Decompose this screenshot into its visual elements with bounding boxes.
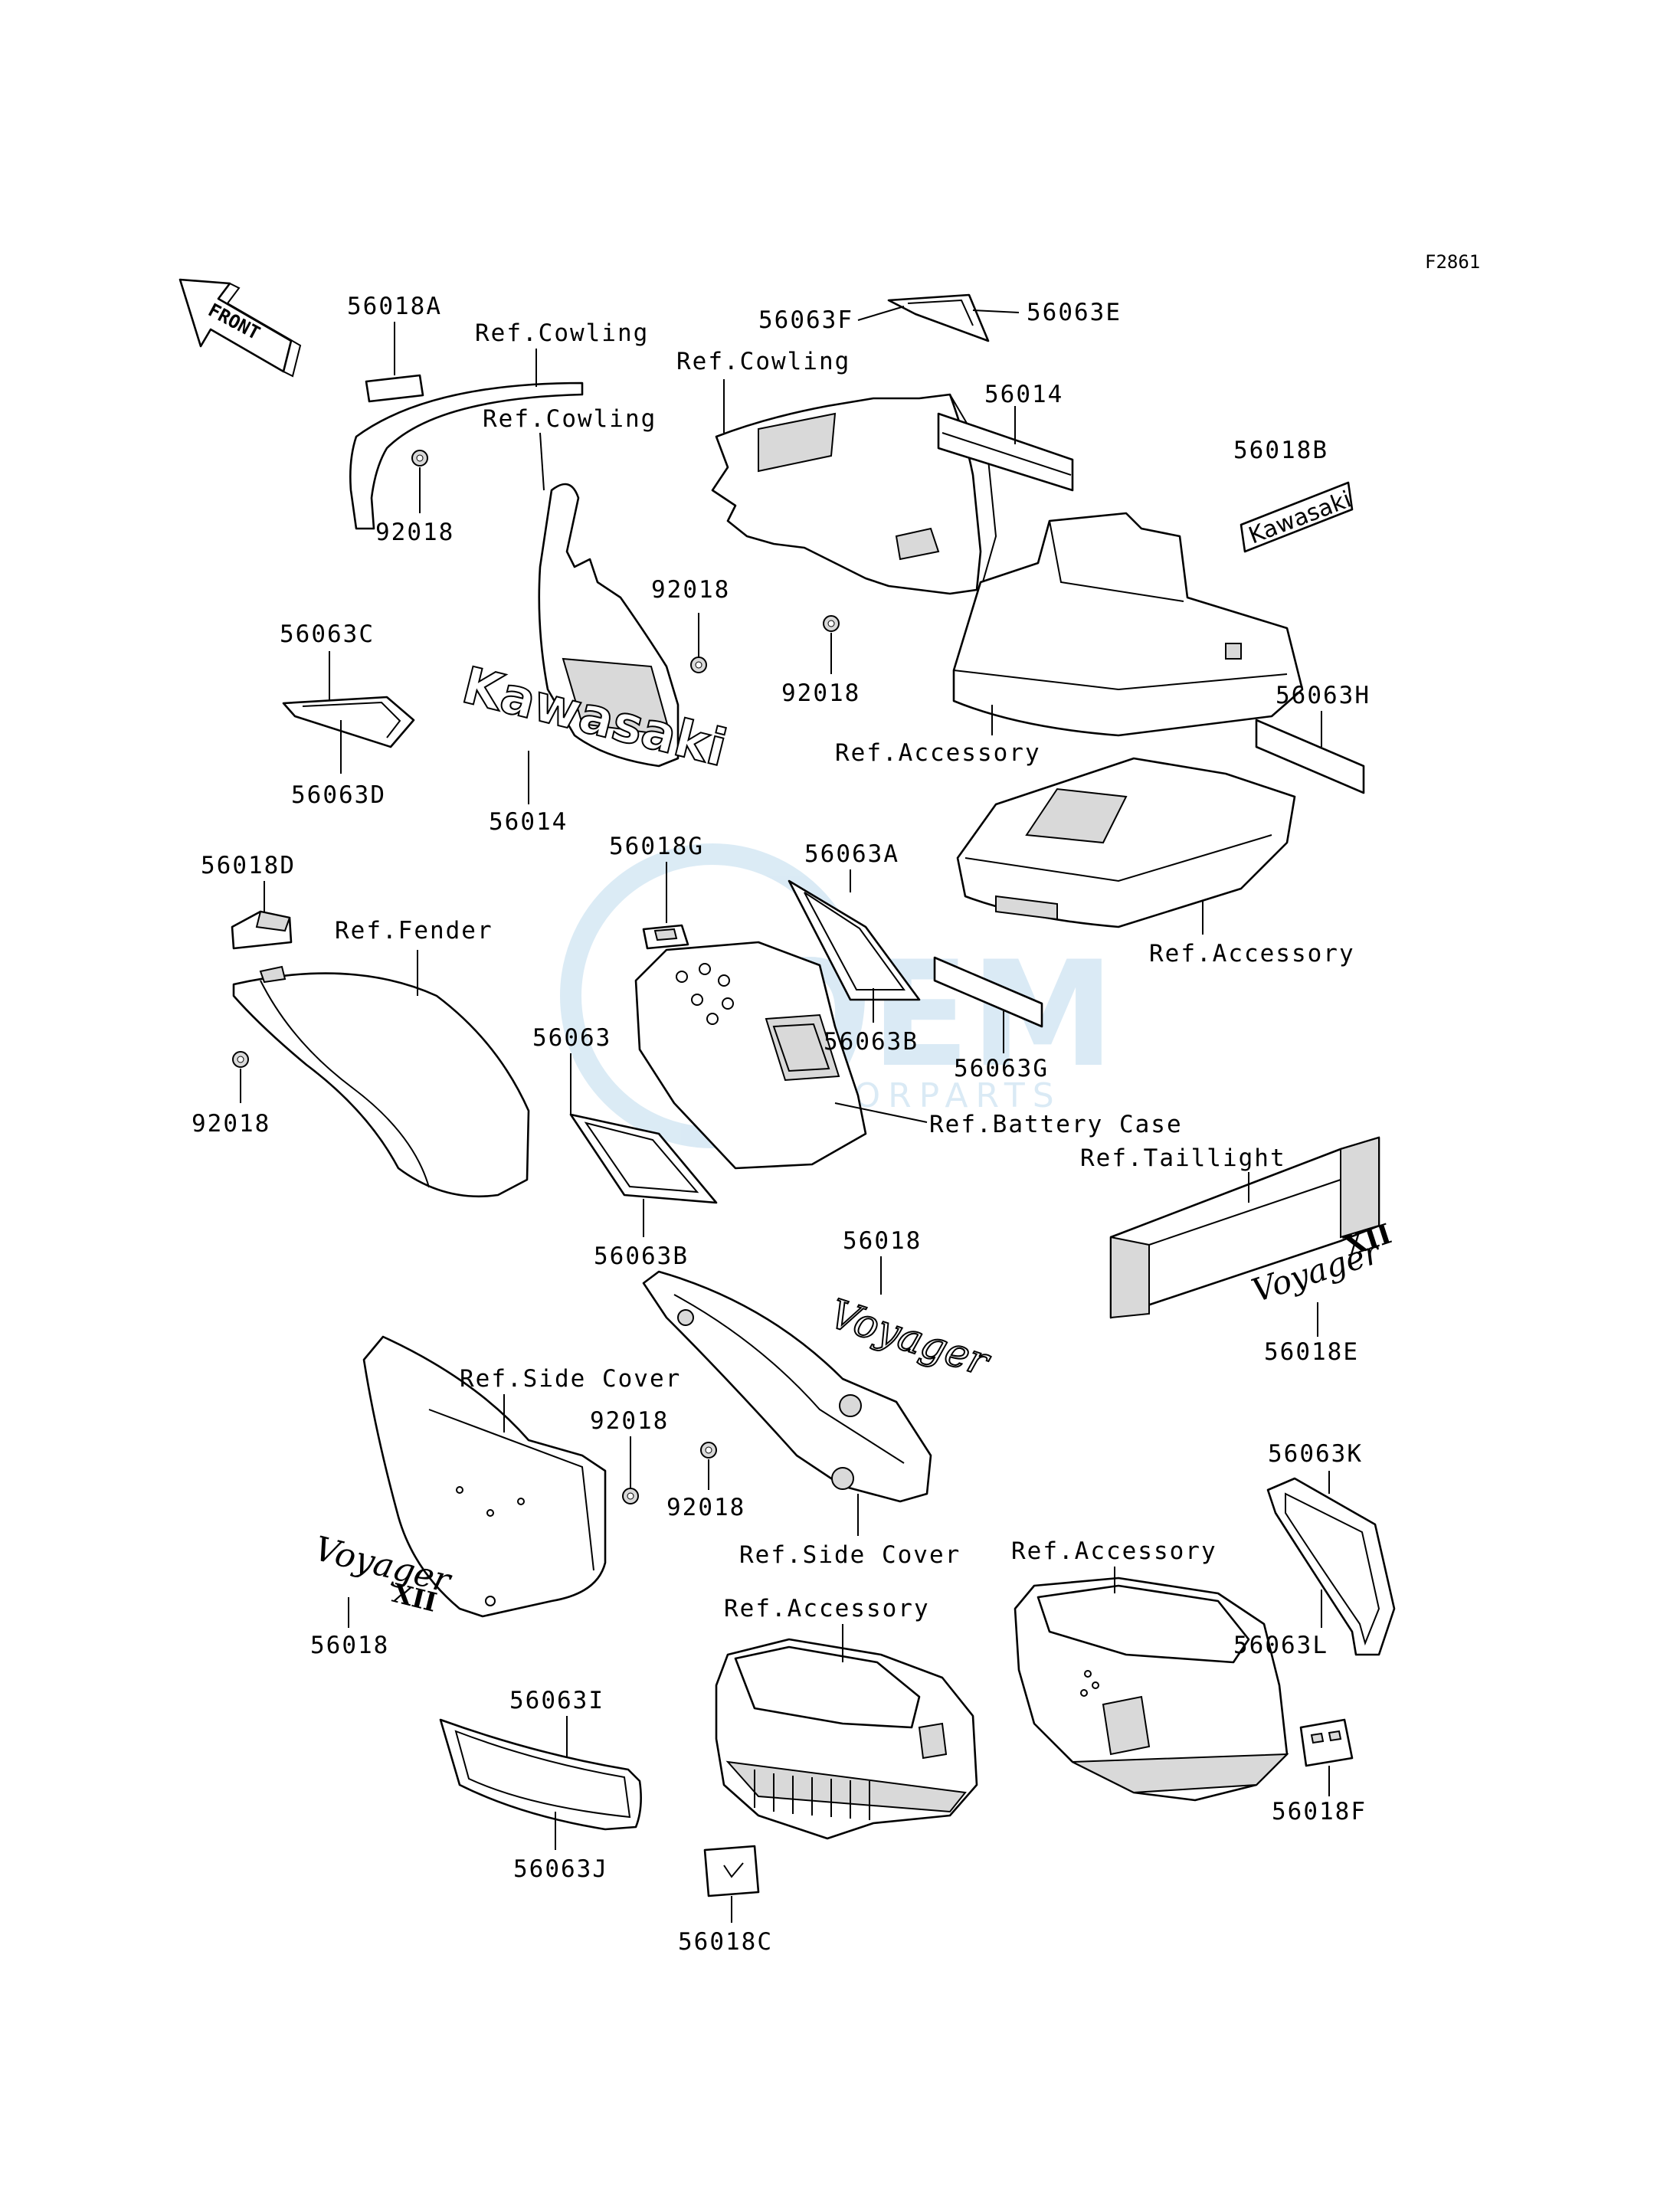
figure-code: F2861 [1425, 251, 1480, 273]
label-92018-b: 92018 [651, 576, 730, 604]
grommet-92018-f [700, 1442, 717, 1459]
label-56018C: 56018C [678, 1928, 773, 1956]
label-56063K: 56063K [1268, 1440, 1363, 1468]
label-56014-b: 56014 [489, 808, 568, 836]
trunk-body [956, 757, 1296, 928]
taillight [1109, 1136, 1380, 1319]
battery-case-cover [634, 941, 867, 1170]
label-92018-f: 92018 [666, 1494, 745, 1521]
fender [232, 965, 530, 1198]
grommet-92018-e [622, 1488, 639, 1505]
label-56063J: 56063J [513, 1855, 608, 1883]
decal-56063F-E [887, 293, 990, 342]
label-ref-accessory-4: Ref.Accessory [1011, 1537, 1217, 1565]
saddlebag-right [1014, 1577, 1289, 1802]
cowling-upper-left [349, 381, 584, 530]
grommet-92018-b [690, 656, 707, 673]
label-ref-side-cover-2: Ref.Side Cover [739, 1541, 961, 1569]
label-56018D: 56018D [201, 852, 296, 879]
decal-56063C [282, 696, 415, 748]
label-56063L: 56063L [1233, 1632, 1328, 1659]
grommet-92018-a [411, 450, 428, 467]
label-56063: 56063 [532, 1024, 611, 1052]
label-56018G: 56018G [609, 833, 704, 860]
strip-56014 [937, 412, 1074, 492]
decal-56063A [788, 879, 921, 1001]
label-ref-side-cover-1: Ref.Side Cover [460, 1365, 681, 1393]
label-56018A: 56018A [347, 293, 442, 320]
label-56063D: 56063D [291, 781, 386, 809]
front-arrow-icon: FRONT [178, 278, 302, 378]
side-cover-right [642, 1270, 932, 1503]
badge-56018B: Kawasaki [1240, 481, 1355, 553]
label-56063H: 56063H [1276, 682, 1371, 709]
label-ref-taillight: Ref.Taillight [1080, 1144, 1286, 1172]
grommet-92018-c [823, 615, 840, 632]
trunk-lid [952, 512, 1304, 737]
label-ref-accessory-2: Ref.Accessory [1149, 940, 1355, 968]
label-56063F: 56063F [758, 306, 853, 334]
label-56063E: 56063E [1027, 299, 1122, 326]
label-92018-c: 92018 [781, 679, 860, 707]
label-56018E: 56018E [1264, 1338, 1359, 1366]
label-ref-accessory-1: Ref.Accessory [835, 739, 1041, 767]
grommet-92018-d [232, 1051, 249, 1068]
label-92018-d: 92018 [192, 1110, 270, 1138]
label-ref-battery-case: Ref.Battery Case [929, 1111, 1183, 1138]
label-92018-e: 92018 [590, 1407, 669, 1435]
label-56018F: 56018F [1272, 1798, 1367, 1825]
label-56063B-a: 56063B [824, 1028, 919, 1056]
label-92018-a: 92018 [375, 519, 454, 546]
cowling-center-left [538, 483, 680, 768]
emblem-56018-center-text: Voyager [824, 1291, 996, 1386]
side-cover-left [362, 1335, 607, 1618]
label-56063B-b: 56063B [594, 1243, 689, 1270]
decal-56063I [439, 1718, 642, 1831]
decal-56063K [1266, 1477, 1396, 1656]
emblem-56018-center: Voyager [824, 1290, 997, 1387]
label-56014-a: 56014 [984, 381, 1063, 408]
sticker-56018F [1299, 1718, 1354, 1767]
badge-56018B-text: Kawasaki [1245, 486, 1354, 550]
label-56018B: 56018B [1233, 437, 1328, 464]
sticker-56018C [703, 1845, 760, 1897]
label-ref-cowling-2: Ref.Cowling [676, 348, 850, 375]
label-56018-b: 56018 [310, 1632, 389, 1659]
label-56063I: 56063I [509, 1687, 604, 1714]
sticker-56018G [642, 924, 689, 950]
label-56063G: 56063G [954, 1055, 1049, 1082]
label-56018-a: 56018 [843, 1227, 922, 1255]
label-ref-cowling-1: Ref.Cowling [475, 319, 649, 347]
label-56063C: 56063C [280, 620, 375, 648]
label-ref-accessory-3: Ref.Accessory [724, 1595, 930, 1622]
label-ref-fender: Ref.Fender [335, 917, 493, 945]
sticker-56018A [365, 374, 424, 403]
sticker-56018D [231, 910, 293, 950]
decal-56063 [569, 1113, 718, 1204]
strip-56063G [933, 956, 1043, 1028]
saddlebag-left [715, 1638, 978, 1840]
strip-56063H [1255, 719, 1365, 794]
label-56063A: 56063A [804, 840, 899, 868]
label-ref-cowling-3: Ref.Cowling [483, 405, 657, 433]
